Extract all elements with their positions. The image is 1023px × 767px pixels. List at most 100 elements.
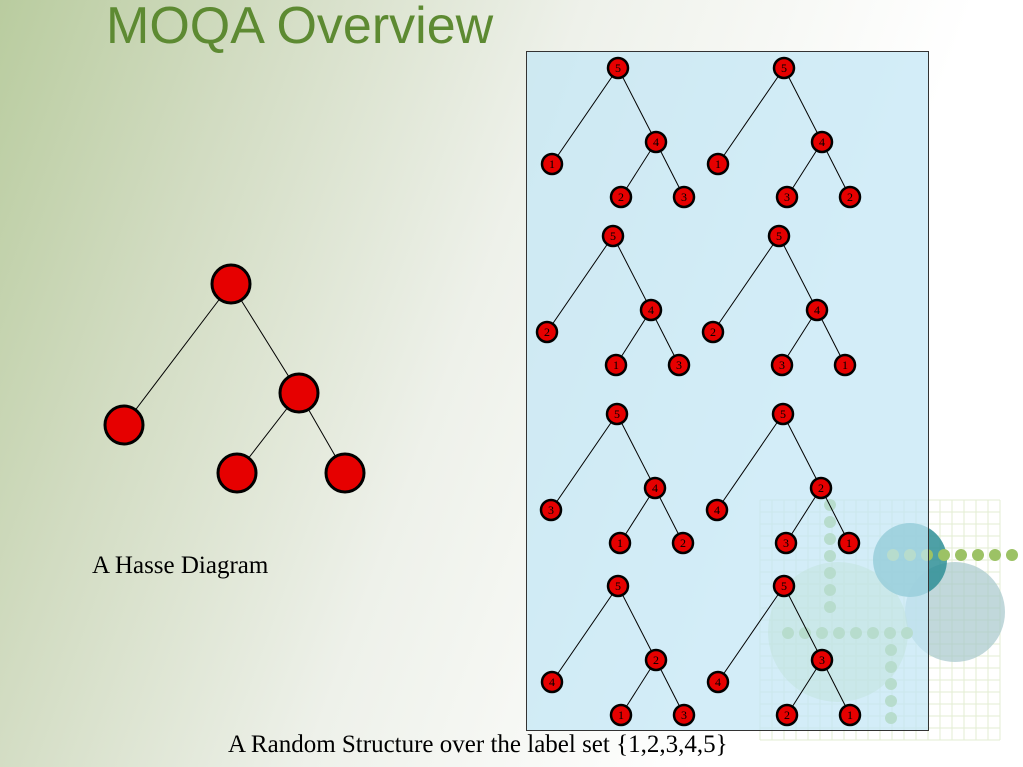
tree-node — [771, 402, 795, 426]
hasse-edge — [230, 283, 300, 394]
labeled-tree: 5 4 3 2 1 — [706, 574, 862, 727]
tree-node-label: 5 — [614, 407, 620, 421]
tree-node-label: 3 — [681, 708, 687, 722]
tree-node-label: 1 — [715, 157, 721, 171]
tree-node-label: 3 — [819, 653, 825, 667]
random-structure-caption: A Random Structure over the label set {1… — [228, 731, 728, 758]
hasse-node — [103, 404, 145, 446]
labeled-tree: 5 1 4 2 3 — [540, 56, 696, 209]
tree-node — [609, 703, 633, 727]
tree-node — [639, 298, 663, 322]
tree-node-label: 5 — [615, 61, 621, 75]
tree-node-label: 5 — [610, 229, 616, 243]
tree-node — [540, 670, 564, 694]
hasse-node — [216, 452, 258, 494]
tree-node — [606, 574, 630, 598]
tree-node-label: 1 — [617, 536, 623, 550]
tree-node-label: 5 — [781, 579, 787, 593]
tree-node — [810, 648, 834, 672]
tree-node — [539, 498, 563, 522]
tree-node — [605, 402, 629, 426]
tree-node — [706, 670, 730, 694]
tree-node-label: 4 — [648, 303, 654, 317]
tree-node — [805, 298, 829, 322]
tree-node-label: 1 — [618, 708, 624, 722]
tree-node — [540, 152, 564, 176]
tree-node — [833, 353, 857, 377]
tree-node — [667, 353, 691, 377]
tree-edge — [612, 235, 652, 311]
tree-node-label: 1 — [847, 708, 853, 722]
tree-node — [672, 185, 696, 209]
tree-edge — [783, 585, 823, 661]
tree-node-label: 3 — [681, 190, 687, 204]
tree-node — [772, 56, 796, 80]
tree-node — [601, 224, 625, 248]
tree-node — [644, 130, 668, 154]
tree-node — [810, 130, 834, 154]
tree-node — [809, 476, 833, 500]
tree-node-label: 5 — [780, 407, 786, 421]
tree-edge — [782, 413, 822, 489]
tree-node-label: 2 — [847, 190, 853, 204]
tree-node — [672, 703, 696, 727]
tree-node-label: 2 — [618, 190, 624, 204]
tree-edge — [717, 585, 785, 683]
tree-node — [772, 574, 796, 598]
hasse-node — [278, 372, 320, 414]
tree-node — [706, 152, 730, 176]
tree-node — [535, 320, 559, 344]
tree-node — [838, 703, 862, 727]
tree-node-label: 4 — [715, 675, 721, 689]
tree-node-label: 5 — [615, 579, 621, 593]
tree-node — [701, 320, 725, 344]
tree-node-label: 2 — [653, 653, 659, 667]
tree-node-label: 4 — [652, 481, 658, 495]
tree-edge — [551, 67, 619, 165]
tree-node-label: 2 — [818, 481, 824, 495]
tree-node-label: 1 — [846, 536, 852, 550]
tree-node — [606, 56, 630, 80]
tree-node-label: 2 — [544, 325, 550, 339]
tree-edge — [550, 413, 618, 511]
tree-edge — [712, 235, 780, 333]
tree-edge — [546, 235, 614, 333]
tree-node — [837, 531, 861, 555]
tree-edge — [617, 67, 657, 143]
tree-edge — [778, 235, 818, 311]
tree-node-label: 1 — [613, 358, 619, 372]
tree-node-label: 1 — [842, 358, 848, 372]
tree-edge — [616, 413, 656, 489]
tree-edge — [783, 67, 823, 143]
tree-node-label: 1 — [549, 157, 555, 171]
tree-node-label: 4 — [549, 675, 555, 689]
tree-node-label: 2 — [784, 708, 790, 722]
labeled-tree: 5 4 2 1 3 — [540, 574, 696, 727]
tree-node — [671, 531, 695, 555]
tree-node — [604, 353, 628, 377]
tree-node — [609, 185, 633, 209]
hasse-edge — [123, 283, 232, 426]
tree-node — [643, 476, 667, 500]
tree-node — [775, 703, 799, 727]
tree-node-label: 5 — [776, 229, 782, 243]
hasse-diagram-caption: A Hasse Diagram — [92, 552, 269, 579]
tree-node-label: 2 — [680, 536, 686, 550]
tree-node-label: 5 — [781, 61, 787, 75]
slide-title: MOQA Overview — [106, 0, 494, 55]
tree-edge — [551, 585, 619, 683]
tree-node-label: 3 — [784, 190, 790, 204]
tree-node-label: 4 — [814, 303, 820, 317]
tree-node — [608, 531, 632, 555]
hasse-node — [324, 452, 366, 494]
tree-node-label: 4 — [714, 503, 720, 517]
tree-edge — [617, 585, 657, 661]
tree-node-label: 4 — [653, 135, 659, 149]
